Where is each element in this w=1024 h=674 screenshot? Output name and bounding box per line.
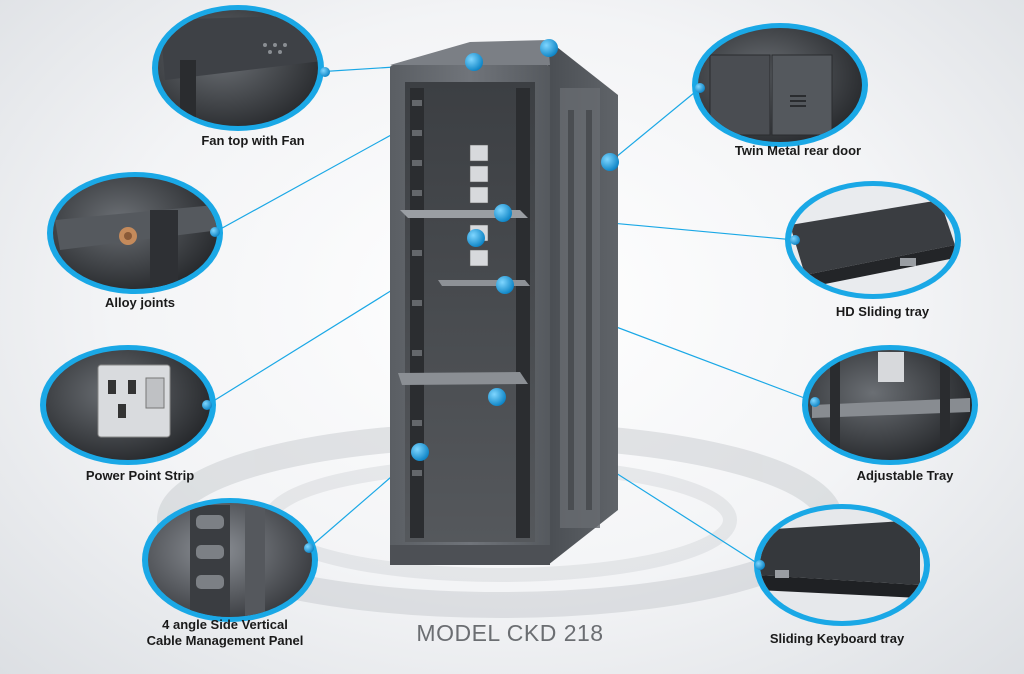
model-label: MODEL CKD 218 [416, 620, 604, 646]
callout-dots [411, 39, 619, 461]
zoom-fan-top [152, 5, 330, 131]
label-hd-sliding-tray: HD Sliding tray [835, 304, 930, 319]
label-alloy-joints: Alloy joints [104, 295, 176, 310]
label-fan-top: Fan top with Fan [201, 133, 305, 148]
label-adjustable-tray: Adjustable Tray [856, 468, 954, 483]
zoom-hd-sliding-tray [785, 181, 961, 299]
zoom-cable-management-panel [142, 498, 318, 622]
zoom-alloy-joints [47, 172, 223, 294]
label-cable-management-line2: Cable Management Panel [146, 633, 304, 648]
zoom-sliding-keyboard-tray [754, 504, 930, 626]
label-twin-rear-door: Twin Metal rear door [734, 143, 862, 158]
label-power-point-strip: Power Point Strip [85, 468, 195, 483]
server-rack-cabinet [390, 40, 618, 565]
zoom-adjustable-tray [802, 345, 978, 465]
zoom-twin-rear-door [692, 23, 868, 147]
label-cable-management-line1: 4 angle Side Vertical [162, 617, 288, 632]
zoom-power-point-strip [40, 345, 216, 465]
label-sliding-keyboard-tray: Sliding Keyboard tray [769, 631, 905, 646]
